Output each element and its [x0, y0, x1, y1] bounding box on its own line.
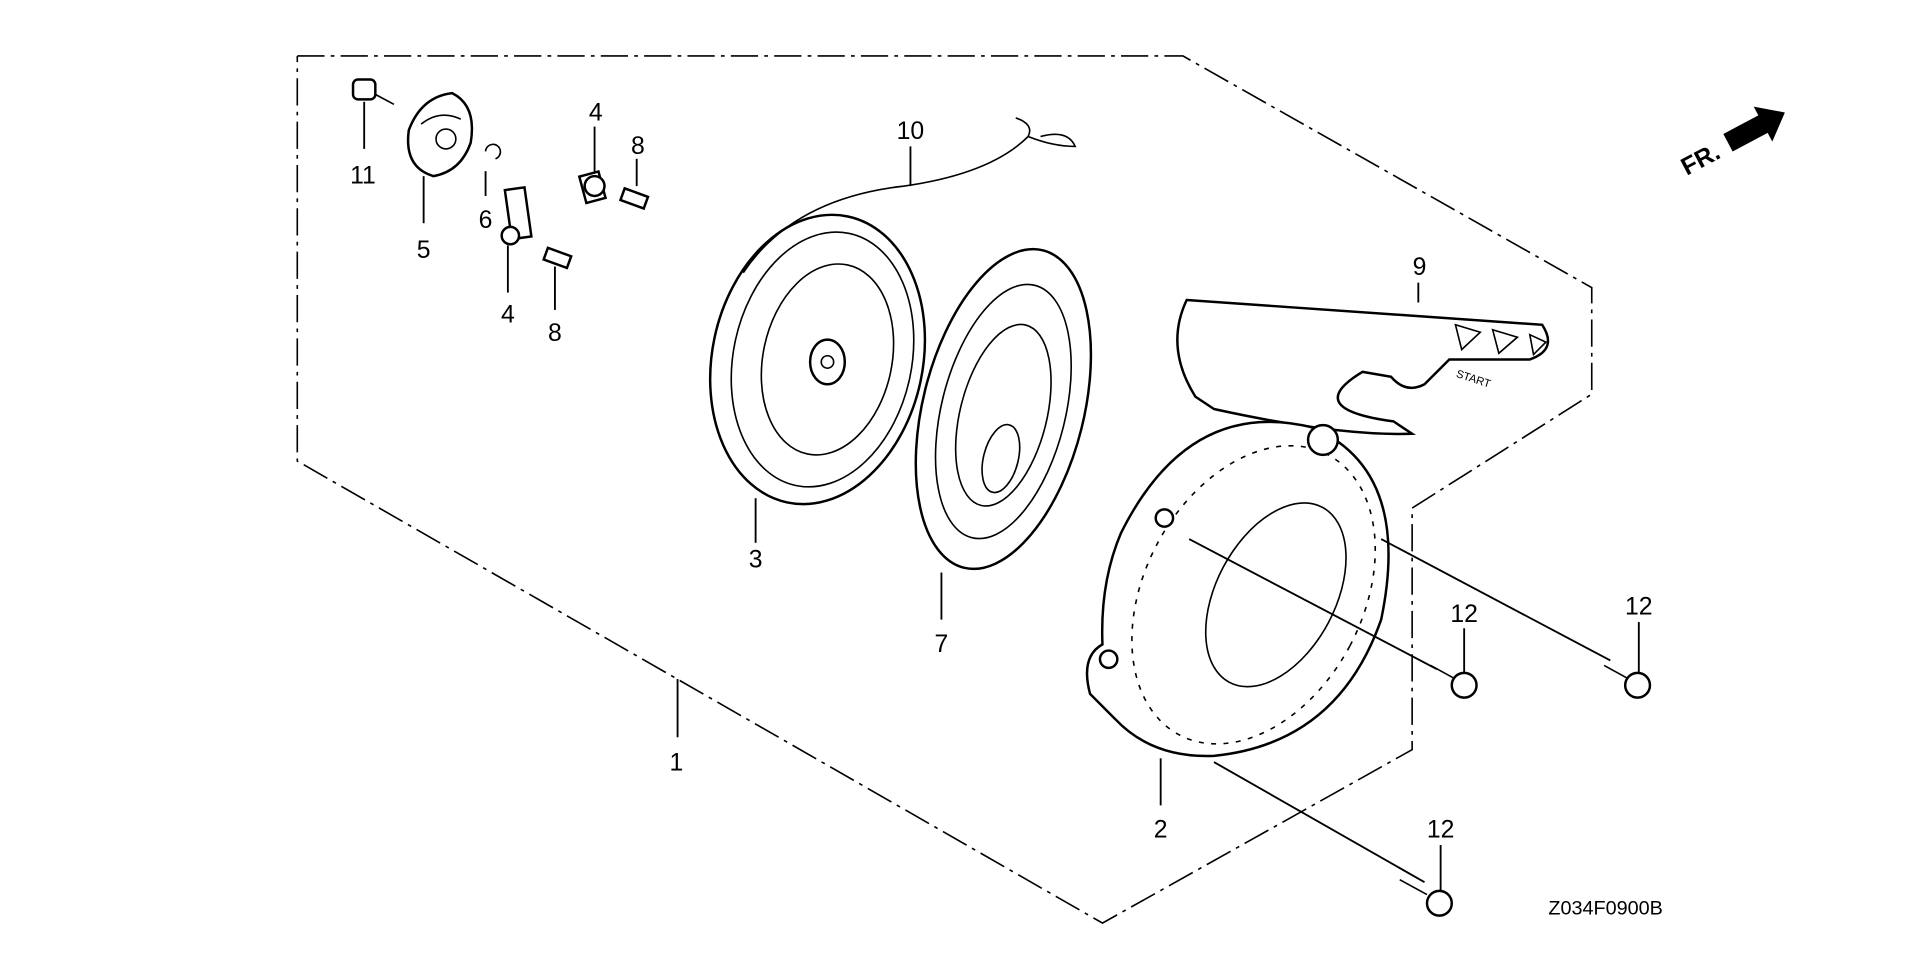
part-2-starter-case: 2: [1085, 420, 1611, 884]
callout-12-c: 12: [1427, 817, 1455, 844]
callout-4-upper: 4: [589, 99, 603, 126]
part-3-reel: 3: [708, 213, 927, 574]
part-12-bolt-a: 12: [1430, 601, 1478, 699]
callout-5: 5: [417, 237, 431, 264]
part-12-bolt-c: 12: [1399, 817, 1455, 917]
callout-3: 3: [749, 547, 763, 574]
grip-start-text: START: [1455, 368, 1493, 390]
callout-1: 1: [669, 750, 683, 777]
part-11-bolt: 11: [350, 78, 395, 190]
callout-2: 2: [1154, 817, 1168, 844]
part-5-plate: 5: [406, 91, 474, 264]
part-7-spring: 7: [914, 247, 1093, 658]
part-1-assembly: 1: [669, 679, 683, 777]
callout-9: 9: [1413, 254, 1427, 281]
callout-11: 11: [350, 163, 376, 190]
callout-12-a: 12: [1450, 601, 1478, 628]
part-10-rope: 10: [742, 117, 1077, 274]
part-4-ratchet-upper: 4: [577, 99, 608, 205]
front-arrow-icon: [1723, 106, 1785, 152]
callout-7: 7: [935, 631, 949, 658]
callout-12-b: 12: [1625, 594, 1653, 621]
part-12-bolt-b: 12: [1603, 594, 1653, 699]
part-6-clip: 6: [479, 143, 502, 234]
part-8-spring-upper: 8: [618, 133, 650, 211]
part-9-grip: START 9: [1176, 254, 1550, 436]
callout-10: 10: [897, 118, 925, 145]
part-4-ratchet-lower: 4: [500, 185, 533, 328]
callout-4-lower: 4: [501, 301, 515, 328]
front-label: FR.: [1677, 139, 1725, 182]
assembly-boundary: [296, 55, 1593, 925]
part-8-spring-lower: 8: [542, 246, 573, 347]
drawing-code: Z034F0900B: [1548, 897, 1662, 919]
front-direction-indicator: FR.: [1677, 106, 1785, 182]
callout-6: 6: [479, 207, 493, 234]
callout-8-lower: 8: [548, 320, 562, 347]
callout-8-upper: 8: [631, 133, 645, 160]
